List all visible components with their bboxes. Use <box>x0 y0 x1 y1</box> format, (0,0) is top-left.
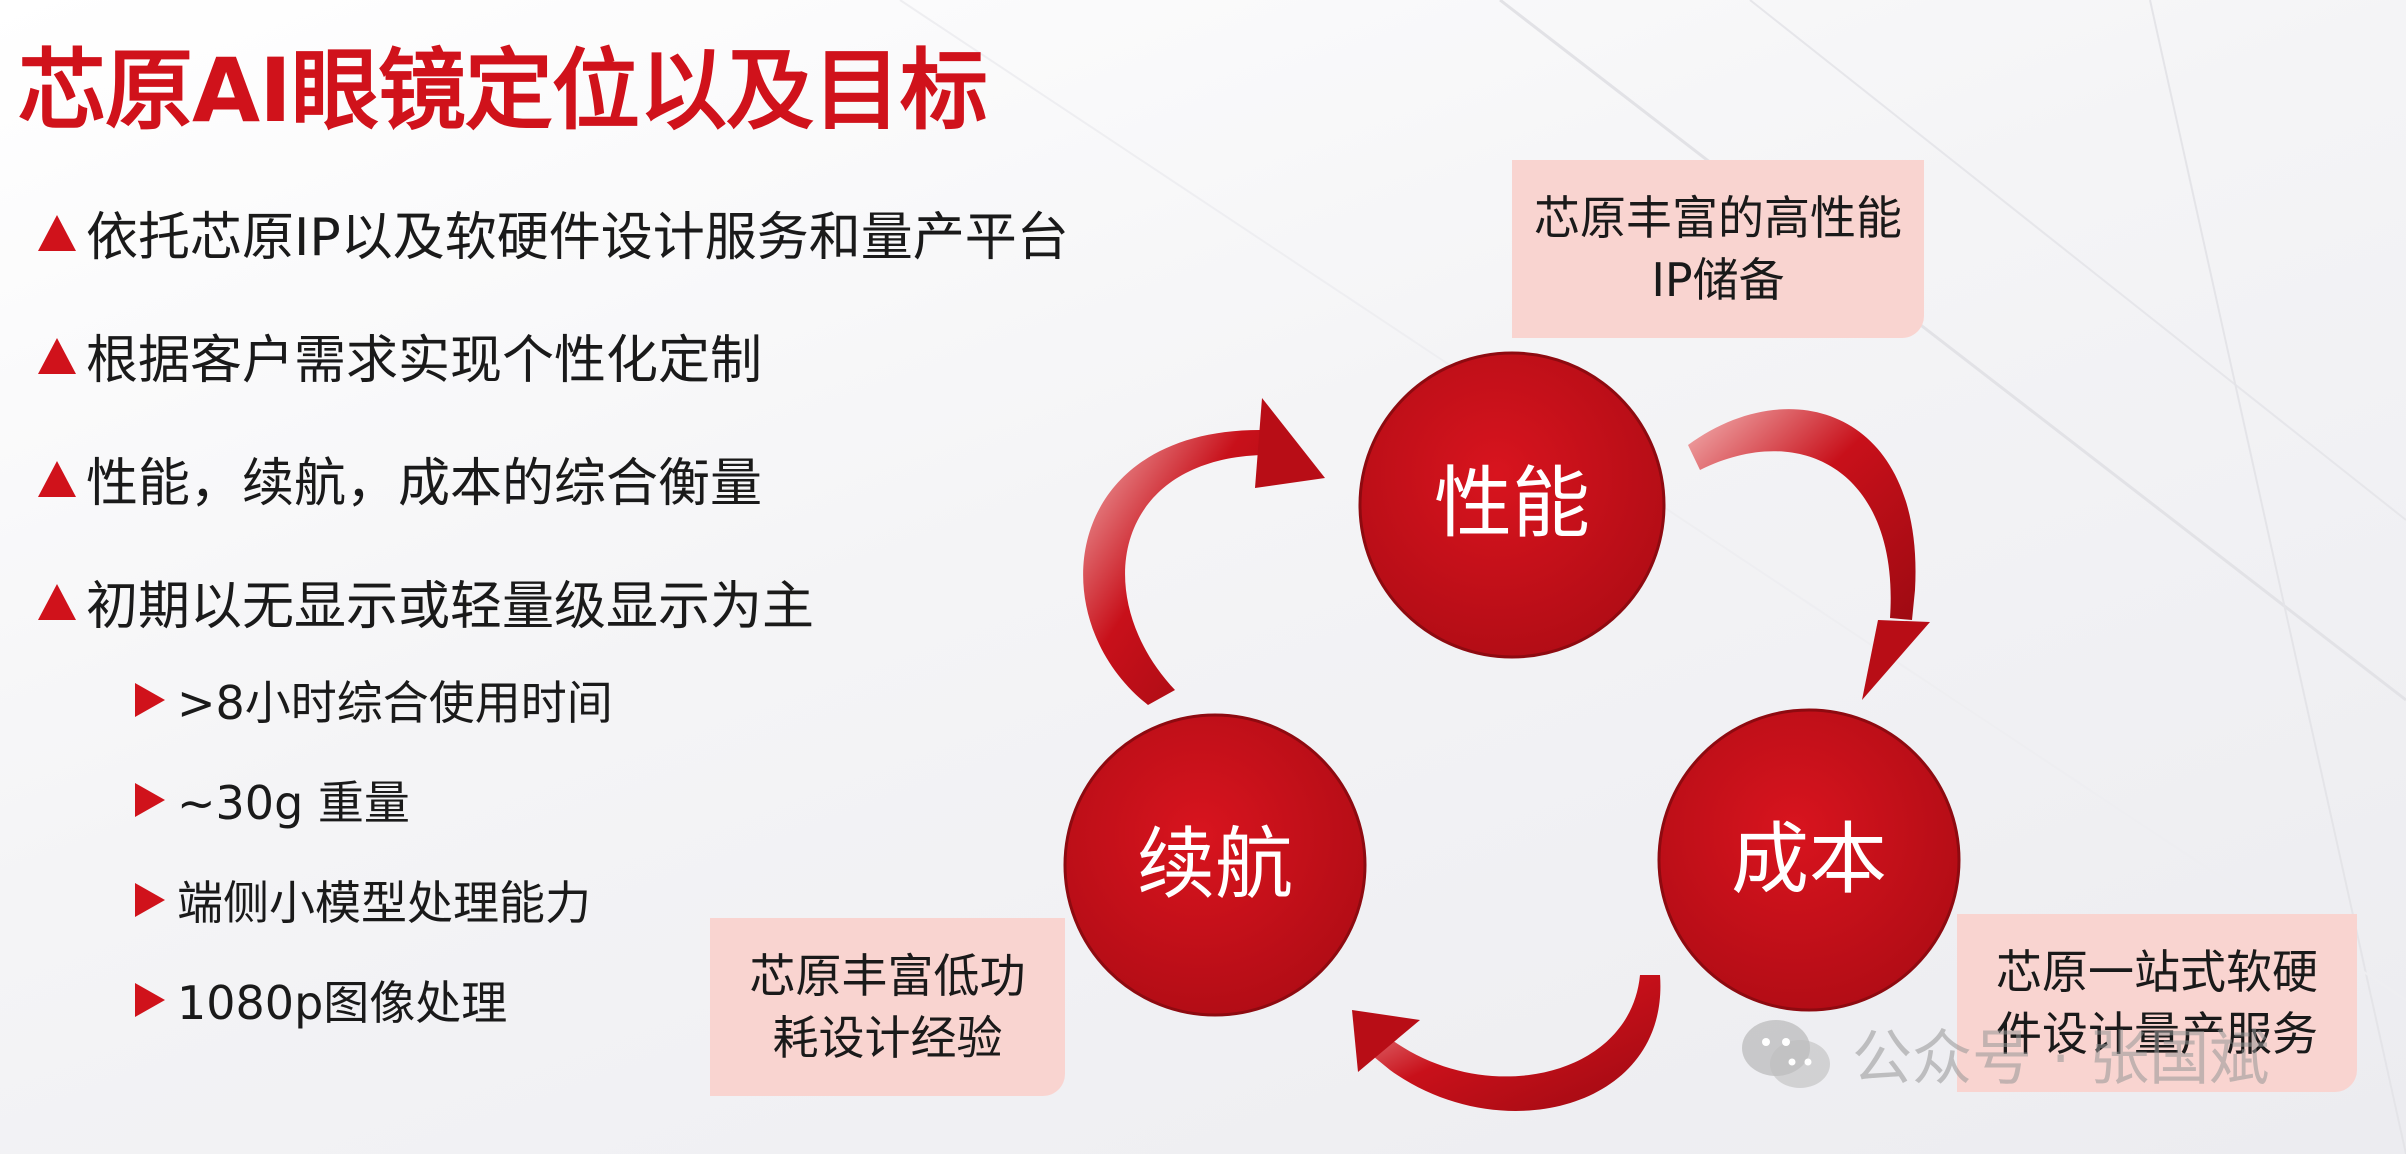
triangle-bullet-icon <box>38 337 76 374</box>
sub-bullet-text: 1080p图像处理 <box>177 976 508 1030</box>
node-label: 性能 <box>1434 459 1590 549</box>
node-label: 续航 <box>1137 820 1293 910</box>
bullet-item: 依托芯原IP以及软硬件设计服务和量产平台 <box>38 195 1069 270</box>
bullet-item: 性能，续航，成本的综合衡量 <box>38 441 762 516</box>
sub-bullet-item: 端侧小模型处理能力 <box>135 867 591 933</box>
note-bottom-right: 芯原一站式软硬件设计量产服务 <box>1957 914 2357 1092</box>
arrow-bullet-icon <box>135 983 165 1017</box>
note-text: 芯原丰富的高性能IP储备 <box>1534 191 1902 307</box>
note-text: 芯原丰富低功耗设计经验 <box>749 949 1026 1065</box>
triangle-bullet-icon <box>38 583 76 620</box>
sub-bullet-item: 1080p图像处理 <box>135 967 507 1033</box>
wechat-icon <box>1742 1019 1830 1088</box>
arrow-bullet-icon <box>135 683 165 717</box>
watermark-text: 公众号 · 张国斌 <box>1852 1024 2270 1094</box>
arrow-cost-to-endurance <box>1352 975 1661 1111</box>
bullet-text: 初期以无显示或轻量级显示为主 <box>86 577 815 637</box>
watermark: 公众号 · 张国斌 <box>1738 1010 2269 1097</box>
sub-bullet-text: >8小时综合使用时间 <box>177 676 613 730</box>
note-text: 芯原一站式软硬件设计量产服务 <box>1996 945 2318 1061</box>
bullet-text: 根据客户需求实现个性化定制 <box>86 331 763 391</box>
sub-bullet-text: 端侧小模型处理能力 <box>177 876 591 930</box>
triangle-bullet-icon <box>38 460 76 497</box>
note-top: 芯原丰富的高性能IP储备 <box>1512 160 1924 338</box>
node-label: 成本 <box>1731 815 1887 905</box>
sub-bullet-item: >8小时综合使用时间 <box>135 667 613 733</box>
node-cost: 成本 <box>1657 708 1961 1012</box>
bullet-text: 性能，续航，成本的综合衡量 <box>86 454 763 514</box>
arrow-endurance-to-performance <box>1083 398 1325 705</box>
bullet-item: 根据客户需求实现个性化定制 <box>38 318 762 393</box>
triangle-bullet-icon <box>38 214 76 251</box>
arrow-bullet-icon <box>135 883 165 917</box>
arrow-bullet-icon <box>135 783 165 817</box>
node-endurance: 续航 <box>1063 713 1367 1017</box>
note-bottom-left: 芯原丰富低功耗设计经验 <box>710 918 1065 1096</box>
page-title: 芯原AI眼镜定位以及目标 <box>18 39 988 142</box>
bullet-item: 初期以无显示或轻量级显示为主 <box>38 564 814 639</box>
arrow-performance-to-cost <box>1688 409 1930 700</box>
sub-bullet-text: ~30g 重量 <box>177 776 410 830</box>
bullet-text: 依托芯原IP以及软硬件设计服务和量产平台 <box>86 208 1069 268</box>
node-performance: 性能 <box>1358 351 1666 659</box>
sub-bullet-item: ~30g 重量 <box>135 767 410 833</box>
